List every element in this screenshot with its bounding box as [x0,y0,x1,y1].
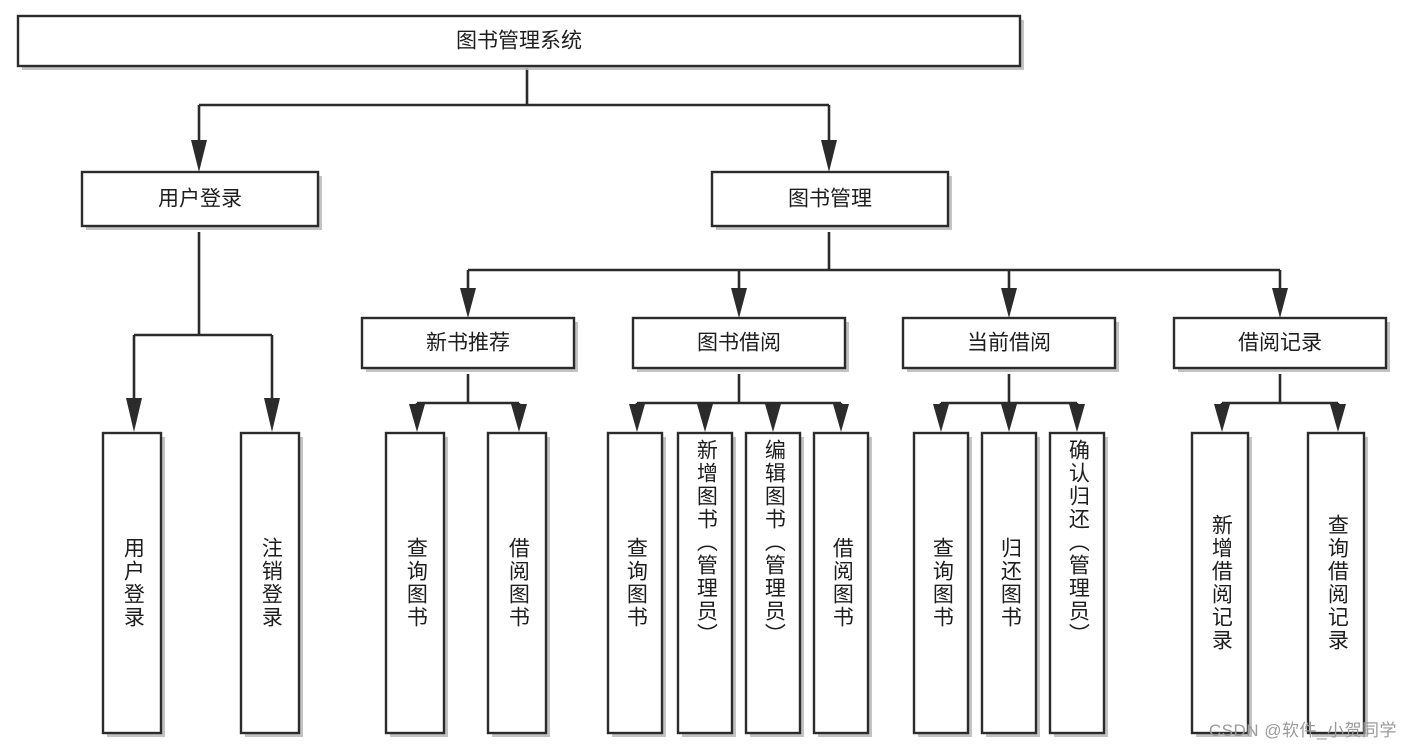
arrow-to-leaf-user-logout [264,398,280,432]
arrow-to-leaf-query-book-1 [409,404,425,432]
arrow-to-leaf-query-book-3 [933,404,949,432]
arrow-to-book-management [821,140,837,172]
node-box-current-borrow[interactable] [901,316,1117,370]
node-box-leaf-query-book-1[interactable] [384,431,446,735]
arrow-to-borrow-record [1272,288,1288,318]
node-box-title[interactable] [16,14,1022,68]
arrow-to-leaf-add-book [697,404,713,432]
arrow-to-leaf-borrow-book-2 [833,404,849,432]
node-box-book-management[interactable] [710,170,950,228]
node-box-new-book-recommend[interactable] [360,316,576,370]
connector-layer [126,68,1346,432]
node-label-title: 图书管理系统 [456,30,582,53]
arrow-to-leaf-return-book [1001,404,1017,432]
node-box-leaf-add-book[interactable] [676,431,734,735]
node-box-borrow-record[interactable] [1172,316,1388,370]
arrow-to-book-borrow [731,288,747,318]
arrow-to-leaf-user-login [126,398,142,432]
arrow-to-current-borrow [1001,288,1017,318]
node-box-leaf-confirm-return[interactable] [1048,431,1106,735]
node-box-leaf-edit-book[interactable] [744,431,802,735]
node-box-leaf-query-record[interactable] [1306,431,1366,735]
node-box-book-borrow[interactable] [631,316,847,370]
node-label-user-login: 用户登录 [158,188,242,211]
node-box-user-login[interactable] [80,170,320,228]
node-label-book-management: 图书管理 [788,188,872,211]
arrow-to-leaf-add-record [1214,404,1230,432]
node-layer: 图书管理系统 用户登录 图书管理 新书推荐 图书借阅 当前借阅 借阅记录 [16,14,1390,737]
node-box-leaf-query-book-2[interactable] [606,431,664,735]
node-label-new-book-recommend: 新书推荐 [426,332,510,355]
node-box-leaf-borrow-book-2[interactable] [812,431,870,735]
node-box-leaf-borrow-book-1[interactable] [486,431,548,735]
arrow-to-leaf-query-record [1330,404,1346,432]
node-box-leaf-add-record[interactable] [1190,431,1250,735]
arrow-to-user-login [191,140,207,172]
arrow-to-leaf-borrow-book-1 [511,404,527,432]
arrow-to-new-book-recommend [460,288,476,318]
node-box-leaf-user-login[interactable] [101,431,163,735]
arrow-to-leaf-confirm-return [1069,404,1085,432]
arrow-to-leaf-query-book-2 [629,404,645,432]
node-label-book-borrow: 图书借阅 [697,332,781,355]
node-label-borrow-record: 借阅记录 [1238,332,1322,355]
node-label-current-borrow: 当前借阅 [967,332,1051,355]
node-box-leaf-return-book[interactable] [980,431,1038,735]
node-box-leaf-user-logout[interactable] [239,431,301,735]
node-box-leaf-query-book-3[interactable] [912,431,970,735]
arrow-to-leaf-edit-book [765,404,781,432]
csdn-watermark: CSDN @软件_小贺同学 [1208,721,1397,740]
